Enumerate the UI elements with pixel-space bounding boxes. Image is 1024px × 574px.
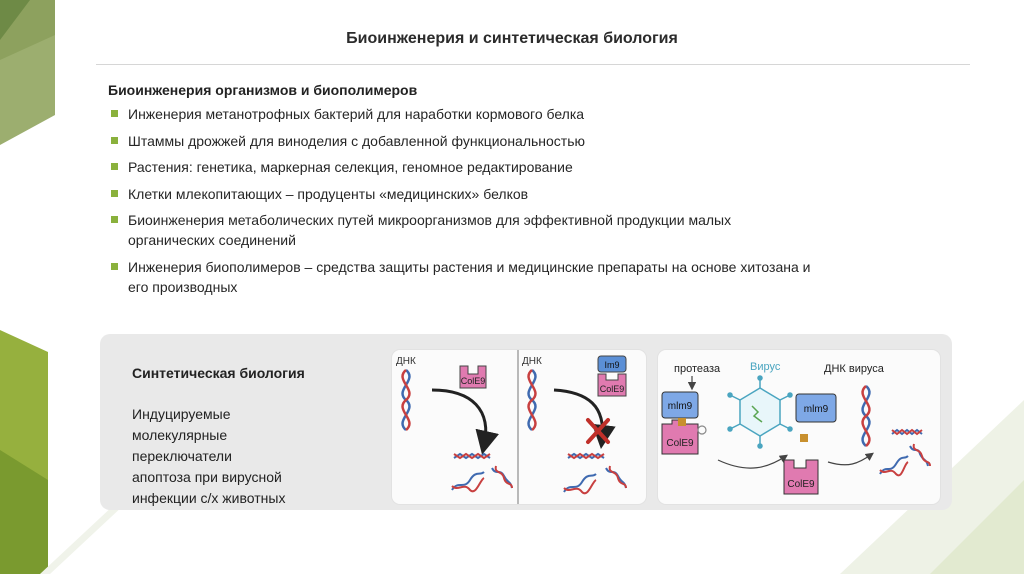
dna-label-b: ДНК [522, 356, 542, 367]
section-heading: Биоинженерия организмов и биополимеров [108, 82, 418, 98]
description-line: Индуцируемые [132, 406, 231, 422]
list-item: Клетки млекопитающих – продуценты «медиц… [108, 184, 848, 204]
bullet-text: Инженерия метанотрофных бактерий для нар… [128, 106, 585, 122]
bullet-square-icon [111, 163, 118, 170]
svg-text:Im9: Im9 [604, 360, 619, 370]
arrow-icon [717, 454, 788, 469]
list-item: Инженерия биополимеров – средства защиты… [108, 257, 818, 297]
bullet-list: Инженерия метанотрофных бактерий для нар… [108, 104, 848, 303]
svg-text:ColE9: ColE9 [787, 479, 815, 490]
decor-top-left [0, 0, 55, 145]
description-line: молекулярные [132, 427, 228, 443]
virus-icon [727, 375, 793, 449]
dna-helix-icon [527, 369, 537, 431]
dna-helix-icon [401, 369, 411, 431]
cole9-protein-icon: ColE9 [459, 365, 487, 389]
bullet-text: Растения: генетика, маркерная селекция, … [128, 159, 573, 175]
dna-label-a: ДНК [396, 356, 416, 367]
arrow-icon [827, 452, 874, 466]
slide-title: Биоинженерия и синтетическая биология [346, 30, 678, 47]
bullet-text: Биоинженерия метаболических путей микроо… [128, 212, 732, 248]
cole9-protein-icon: ColE9 [597, 373, 627, 397]
svg-text:ColE9: ColE9 [600, 384, 625, 394]
bullet-text: Штаммы дрожжей для виноделия с добавленн… [128, 132, 586, 149]
description-line: инфекции с/х животных [132, 490, 286, 506]
curved-arrow-icon [431, 388, 499, 455]
svg-text:mlm9: mlm9 [668, 401, 693, 412]
list-item: Биоинженерия метаболических путей микроо… [108, 210, 818, 250]
protease-label: протеаза [674, 363, 721, 375]
list-item: Штаммы дрожжей для виноделия с добавленн… [108, 131, 848, 151]
list-item: Растения: генетика, маркерная селекция, … [108, 157, 848, 177]
dna-fragments-icon [879, 428, 931, 477]
synthetic-biology-title: Синтетическая биология [132, 365, 305, 381]
virus-switch-diagram-card: протеаза Вирус ДНК вируса mlm9 ColE9 [658, 350, 940, 504]
bullet-text: Инженерия биополимеров – средства защиты… [128, 258, 811, 295]
cole9-diagram: ДНК ColE9 ДНК Im9 ColE9 [396, 350, 627, 504]
decor-bottom-left-line [40, 490, 140, 574]
list-item: Инженерия метанотрофных бактерий для нар… [108, 104, 848, 124]
linker-icon [678, 418, 686, 426]
mlm9-protein-icon: mlm9 [795, 393, 837, 423]
dna-fragments-icon [451, 452, 513, 493]
blocked-cross-icon [586, 418, 610, 444]
curved-arrow-icon [553, 388, 616, 449]
title-divider [96, 64, 970, 65]
dna-helix-icon [861, 385, 871, 447]
bullet-square-icon [111, 216, 118, 223]
mlm9-protein-icon: mlm9 [661, 391, 699, 419]
dna-fragments-icon [563, 452, 627, 495]
description-line: апоптоза при вирусной [132, 469, 282, 485]
decor-bottom-left [0, 330, 48, 574]
bullet-text: Клетки млекопитающих – продуценты «медиц… [128, 185, 529, 202]
bullet-square-icon [111, 262, 118, 270]
synthetic-biology-description: Индуцируемые молекулярные переключатели … [132, 404, 362, 509]
virus-label: Вирус [750, 361, 781, 373]
cleavage-site-icon [697, 425, 707, 435]
linker-icon [800, 434, 808, 442]
virus-switch-diagram: протеаза Вирус ДНК вируса mlm9 ColE9 [661, 361, 931, 495]
im9-protein-icon: Im9 [597, 355, 627, 373]
bullet-square-icon [111, 110, 118, 117]
bullet-square-icon [111, 189, 118, 197]
cole9-diagram-card: ДНК ColE9 ДНК Im9 ColE9 [392, 350, 646, 504]
bullet-square-icon [111, 136, 118, 144]
viral-dna-label: ДНК вируса [824, 363, 885, 375]
cole9-protein-icon: ColE9 [783, 459, 819, 495]
svg-text:mlm9: mlm9 [804, 404, 829, 415]
svg-text:ColE9: ColE9 [666, 438, 694, 449]
svg-text:ColE9: ColE9 [461, 376, 486, 386]
description-line: переключатели [132, 448, 232, 464]
